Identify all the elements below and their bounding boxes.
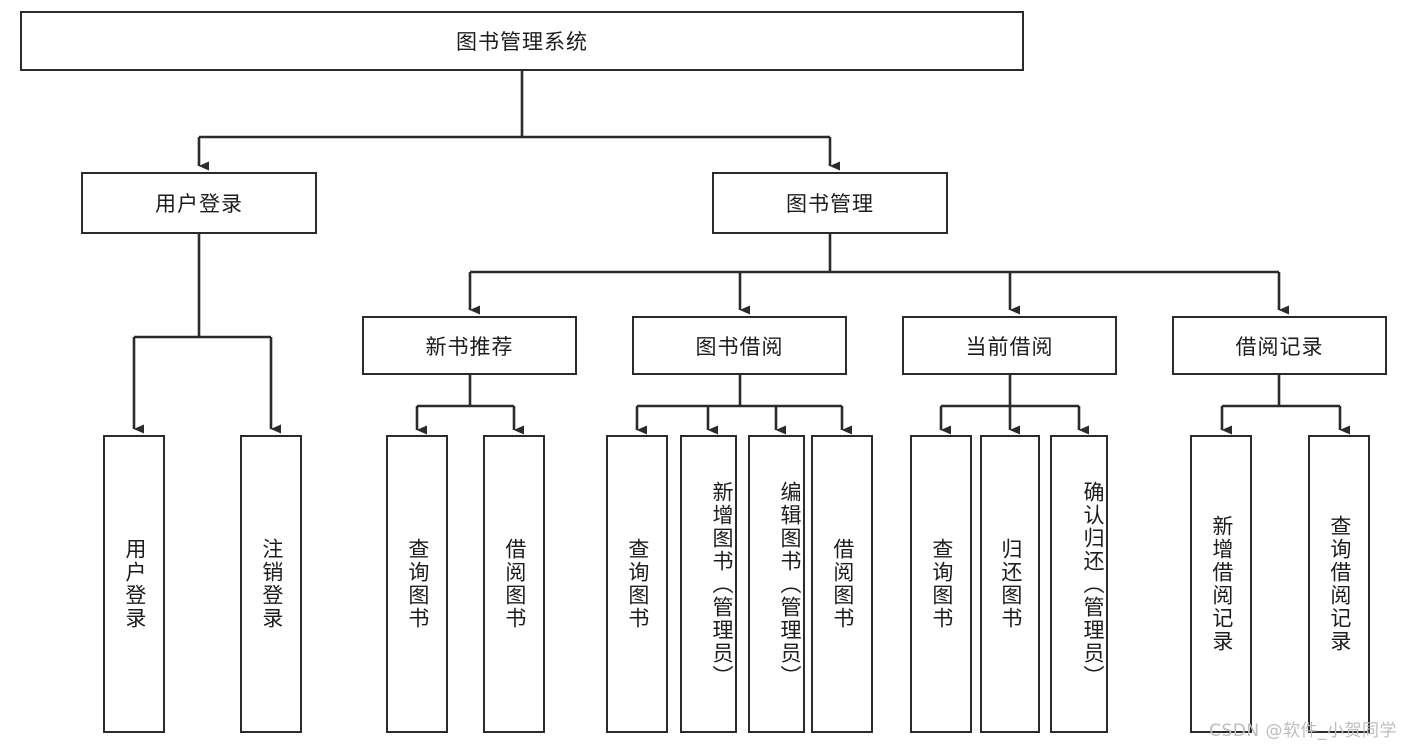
node-root[interactable]: 图书管理系统 — [20, 11, 1024, 71]
node-user-login-label: 用户登录 — [155, 192, 243, 216]
leaf-current-return-book[interactable]: 归还图书 — [980, 435, 1040, 733]
node-new-book-recommend[interactable]: 新书推荐 — [362, 316, 577, 375]
leaf-user-logout-label: 注销登录 — [259, 538, 284, 630]
leaf-recommend-borrow-book-label: 借阅图书 — [502, 538, 527, 630]
node-book-borrow[interactable]: 图书借阅 — [632, 316, 847, 375]
node-current-borrow[interactable]: 当前借阅 — [902, 316, 1117, 375]
leaf-record-query-label: 查询借阅记录 — [1327, 515, 1352, 653]
leaf-recommend-borrow-book[interactable]: 借阅图书 — [483, 435, 545, 733]
leaf-current-confirm-return-label: 确认归还（管理员） — [1081, 480, 1105, 688]
leaf-borrow-query-book[interactable]: 查询图书 — [606, 435, 668, 733]
leaf-current-confirm-return[interactable]: 确认归还（管理员） — [1050, 435, 1108, 733]
leaf-borrow-edit-book[interactable]: 编辑图书（管理员） — [748, 435, 805, 733]
leaf-current-return-book-label: 归还图书 — [998, 538, 1023, 630]
node-user-login[interactable]: 用户登录 — [81, 172, 317, 234]
leaf-borrow-add-book[interactable]: 新增图书（管理员） — [680, 435, 737, 733]
node-book-management[interactable]: 图书管理 — [712, 172, 948, 234]
node-current-borrow-label: 当前借阅 — [965, 334, 1054, 359]
leaf-user-login-label: 用户登录 — [122, 538, 147, 630]
watermark: CSDN @软件_小贺同学 — [1209, 721, 1397, 741]
node-root-label: 图书管理系统 — [456, 30, 588, 54]
leaf-borrow-do-borrow[interactable]: 借阅图书 — [811, 435, 873, 733]
leaf-borrow-query-book-label: 查询图书 — [625, 538, 650, 630]
leaf-borrow-add-book-label: 新增图书（管理员） — [710, 480, 734, 688]
leaf-current-query-book-label: 查询图书 — [929, 538, 954, 630]
node-new-book-recommend-label: 新书推荐 — [425, 334, 514, 359]
node-borrow-record-label: 借阅记录 — [1235, 334, 1324, 359]
leaf-current-query-book[interactable]: 查询图书 — [910, 435, 972, 733]
leaf-recommend-query-book[interactable]: 查询图书 — [386, 435, 448, 733]
leaf-record-add[interactable]: 新增借阅记录 — [1190, 435, 1252, 733]
node-borrow-record[interactable]: 借阅记录 — [1172, 316, 1387, 375]
leaf-recommend-query-book-label: 查询图书 — [405, 538, 430, 630]
leaf-borrow-do-borrow-label: 借阅图书 — [830, 538, 855, 630]
node-book-borrow-label: 图书借阅 — [695, 334, 784, 359]
leaf-record-add-label: 新增借阅记录 — [1209, 515, 1234, 653]
leaf-user-logout[interactable]: 注销登录 — [240, 435, 302, 733]
leaf-record-query[interactable]: 查询借阅记录 — [1308, 435, 1370, 733]
leaf-user-login[interactable]: 用户登录 — [103, 435, 165, 733]
leaf-borrow-edit-book-label: 编辑图书（管理员） — [778, 480, 802, 688]
node-book-management-label: 图书管理 — [786, 192, 874, 216]
